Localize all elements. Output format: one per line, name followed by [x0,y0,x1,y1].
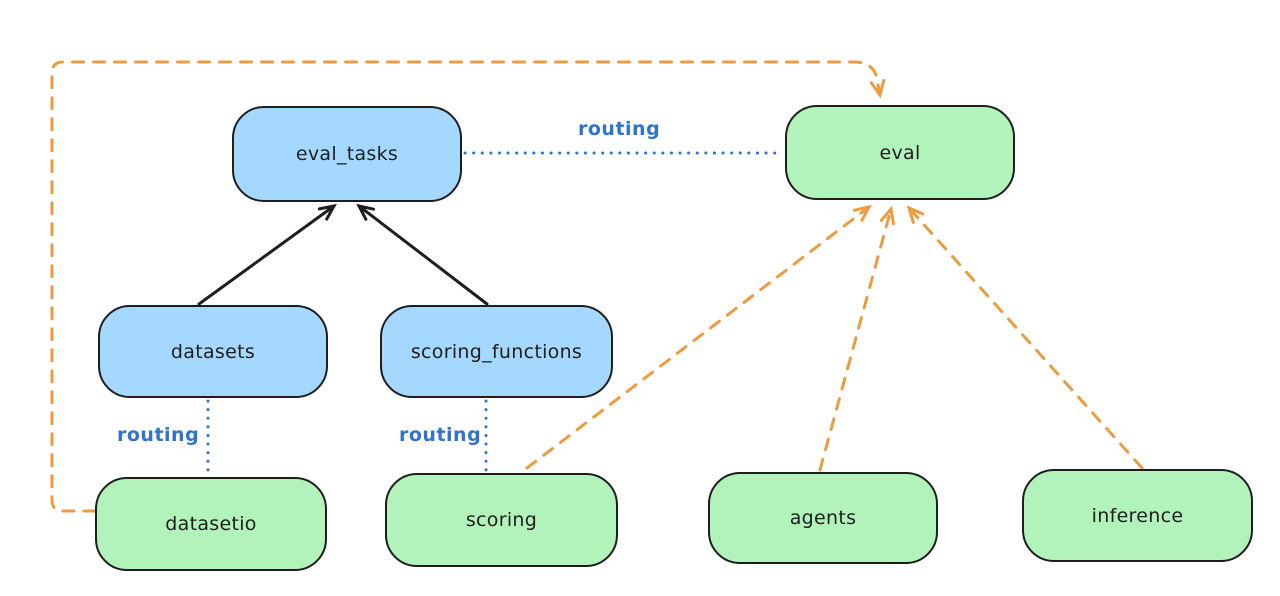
arrowhead-scoring-to-eval [852,204,872,222]
edge-label-routing-datasets-datasetio: routing [117,424,200,446]
node-agents-label: agents [789,507,857,529]
arrowhead-agents-to-eval [879,205,895,226]
node-eval-tasks: eval_tasks [232,106,462,202]
arrowhead-inference-to-eval [906,205,925,224]
node-eval-tasks-label: eval_tasks [295,143,399,165]
edge-inference-to-eval [907,206,1144,470]
edge-datasetio-to-eval-loop [50,60,882,513]
edge-scoring-functions-to-eval-tasks [357,204,489,306]
node-datasetio-label: datasetio [165,513,257,535]
node-inference-label: inference [1091,504,1184,527]
edge-label-routing-eval-tasks-eval: routing [578,118,661,140]
edge-datasets-to-eval-tasks [197,204,336,306]
node-datasets: datasets [98,305,328,398]
node-eval-label: eval [879,141,921,164]
node-agents: agents [708,472,938,564]
node-datasetio: datasetio [95,477,327,571]
edge-label-routing-scoring-functions-scoring: routing [399,424,482,446]
node-scoring-functions-label: scoring_functions [410,340,583,363]
arrowhead-datasets-to-eval-tasks [317,203,337,221]
node-datasets-label: datasets [170,340,256,363]
node-scoring-label: scoring [465,509,538,531]
node-scoring: scoring [385,473,618,567]
edge-agents-to-eval [818,207,893,472]
arrowhead-scoring-functions-to-eval-tasks [356,203,376,221]
node-eval: eval [785,105,1015,200]
edge-scoring-to-eval [525,205,871,470]
node-inference: inference [1022,469,1253,562]
arrowhead-datasetio-to-eval-loop [869,79,886,99]
node-scoring-functions: scoring_functions [380,305,613,398]
